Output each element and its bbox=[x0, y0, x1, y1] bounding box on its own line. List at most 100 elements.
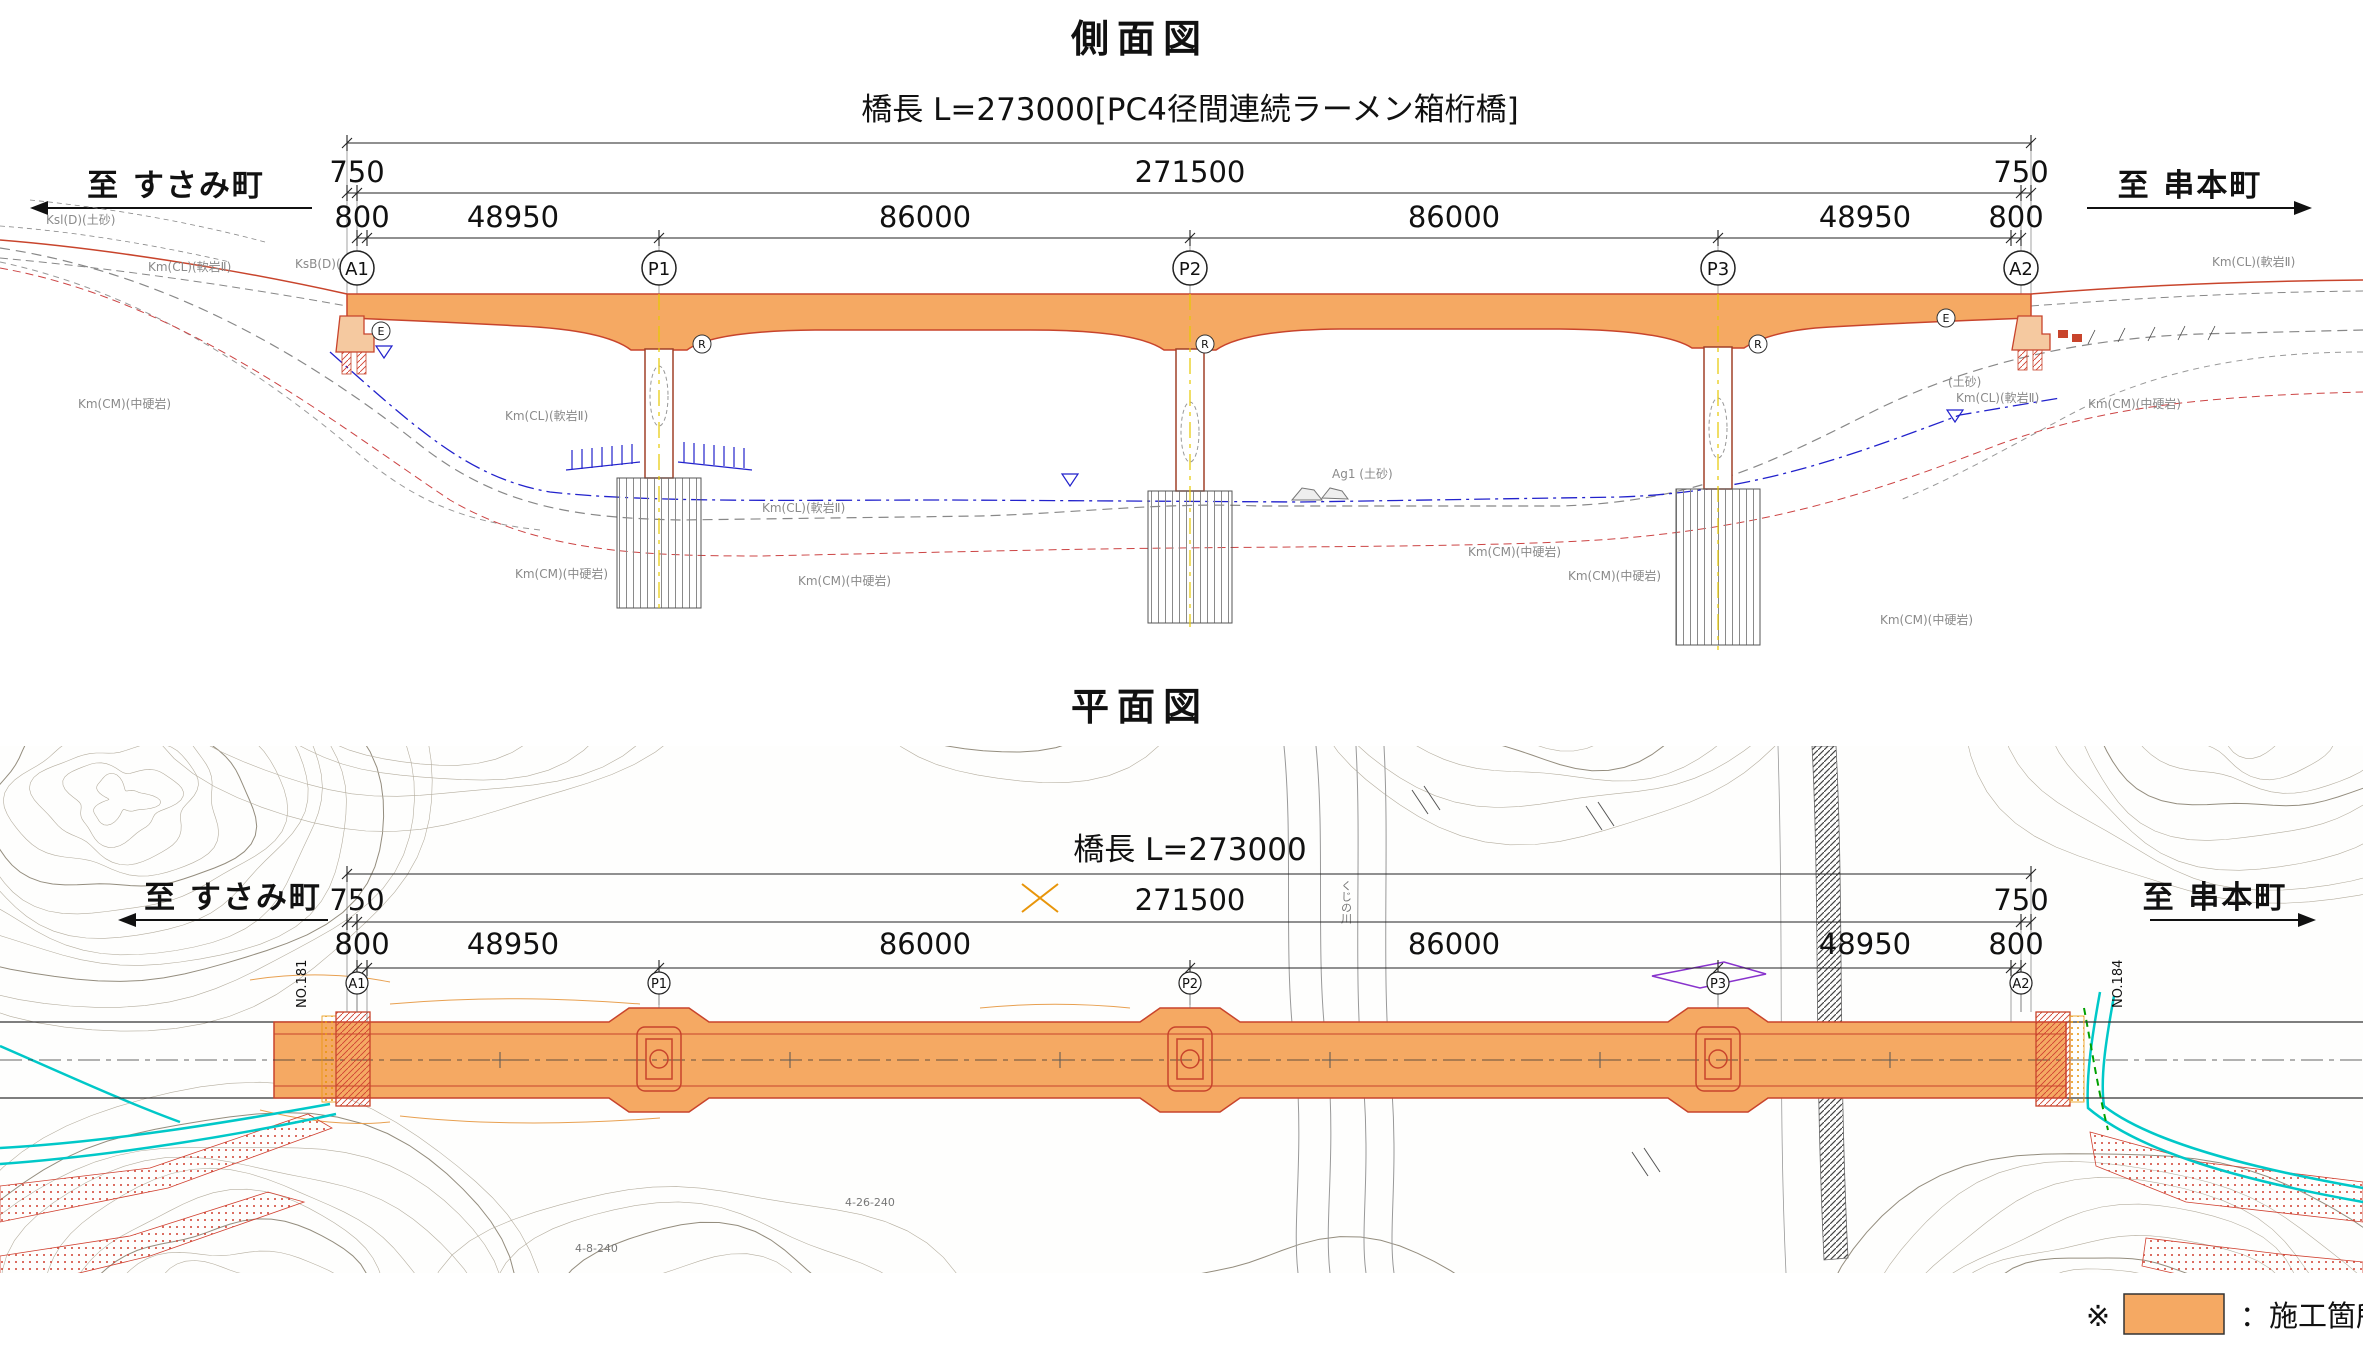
station-label-right: NO.184 bbox=[2111, 960, 2126, 1008]
map-note: 4-26-240 bbox=[845, 1196, 895, 1209]
pier-marker-p2: P2 bbox=[1172, 250, 1208, 286]
plan-dimension-lines: 橋長 L=273000 750 271500 750 800 48950 860… bbox=[329, 832, 2049, 1022]
plan-dest-right: 至 串本町 bbox=[2143, 880, 2316, 927]
plan-dest-right-label: 至 串本町 bbox=[2143, 880, 2288, 916]
water-level-icon bbox=[374, 345, 1965, 488]
dim-800-right: 800 bbox=[1988, 927, 2043, 961]
svg-text:E: E bbox=[1943, 312, 1950, 325]
plan-dest-left: 至 すさみ町 bbox=[118, 880, 328, 927]
legend-label: ：施工箇所 bbox=[2240, 1299, 2363, 1333]
plan-view-section: 平面図 bbox=[0, 685, 2363, 1273]
svg-text:P1: P1 bbox=[651, 977, 667, 992]
station-ticks bbox=[492, 1052, 1898, 1068]
pier-footprints bbox=[636, 1026, 1741, 1092]
svg-text:P2: P2 bbox=[1182, 977, 1198, 992]
geo-label: Km(CL)(軟岩Ⅱ) bbox=[2212, 254, 2295, 269]
left-arrow-icon bbox=[30, 201, 48, 215]
svg-text:A1: A1 bbox=[345, 259, 369, 280]
pier-centerlines bbox=[658, 294, 1719, 650]
legend: ※ ：施工箇所 bbox=[2086, 1293, 2363, 1335]
dim-86000-right: 86000 bbox=[1408, 927, 1500, 961]
geo-label: Km(CM)(中硬岩) bbox=[78, 396, 171, 411]
map-note: 4-8-240 bbox=[575, 1242, 618, 1255]
slope-hatch-icon bbox=[2087, 325, 2216, 345]
survey-cross-icon bbox=[1021, 883, 1059, 913]
svg-text:A2: A2 bbox=[2009, 259, 2033, 280]
side-dest-left-label: 至 すさみ町 bbox=[87, 168, 265, 204]
bearing-symbol-p2: R bbox=[1195, 334, 1215, 354]
pier-p3-plan bbox=[1695, 1026, 1741, 1092]
contour-lines bbox=[0, 746, 2363, 1273]
plan-dest-left-label: 至 すさみ町 bbox=[144, 880, 322, 916]
dim-750-left: 750 bbox=[329, 883, 384, 917]
station-label-left: NO.181 bbox=[295, 960, 310, 1008]
side-bridge-length-label: 橋長 L=273000[PC4径間連続ラーメン箱桁橋] bbox=[861, 92, 1518, 128]
geo-label: Ksl(D)(土砂) bbox=[46, 213, 115, 227]
right-arrow-icon bbox=[2298, 913, 2316, 927]
abutment-a1-plan bbox=[321, 1011, 371, 1107]
slope-protection-icon bbox=[565, 444, 641, 471]
side-view-section: 側面図 橋長 L=273000[PC4径間連続ラーメン箱桁橋] 至 すさみ町 至… bbox=[0, 17, 2363, 650]
break-marks bbox=[1411, 785, 1661, 1177]
dim-48950-right: 48950 bbox=[1819, 200, 1911, 234]
dim-750-right: 750 bbox=[1993, 883, 2048, 917]
dim-271500: 271500 bbox=[1135, 155, 1246, 189]
left-arrow-icon bbox=[118, 913, 136, 927]
river-name-label: くじの川 bbox=[1340, 880, 1353, 924]
pier-marker-p3: P3 bbox=[1706, 971, 1730, 995]
geo-label: Km(CM)(中硬岩) bbox=[515, 566, 608, 581]
road-edges bbox=[0, 1021, 2363, 1099]
geo-label: Km(CM)(中硬岩) bbox=[1468, 544, 1561, 559]
geo-label: Km(CL)(軟岩Ⅱ) bbox=[148, 259, 231, 274]
geo-label: Km(CL)(軟岩Ⅱ) bbox=[1956, 390, 2039, 405]
dim-800-left: 800 bbox=[334, 927, 389, 961]
pier-marker-p2: P2 bbox=[1178, 971, 1202, 995]
dim-750-left: 750 bbox=[329, 155, 384, 189]
slope-protection-icon bbox=[677, 442, 753, 471]
plan-pier-markers: A1 P1 P2 P3 A2 bbox=[345, 971, 2033, 1012]
bearing-symbol-a1: E bbox=[371, 321, 391, 341]
legend-note-mark: ※ bbox=[2086, 1299, 2110, 1333]
svg-text:P2: P2 bbox=[1179, 259, 1201, 280]
side-dest-left: 至 すさみ町 bbox=[30, 168, 312, 215]
road-line bbox=[1777, 746, 1787, 1273]
svg-text:P1: P1 bbox=[648, 259, 670, 280]
pier-marker-a1: A1 bbox=[339, 250, 375, 286]
abutment-a2-plan bbox=[2035, 1011, 2085, 1107]
slope-lines bbox=[249, 974, 1131, 1124]
plan-bridge-length-label: 橋長 L=273000 bbox=[1073, 832, 1306, 868]
dim-86000-left: 86000 bbox=[879, 927, 971, 961]
legend-work-area-swatch bbox=[2123, 1293, 2225, 1335]
bearing-symbol-p3: R bbox=[1748, 334, 1768, 354]
dim-48950-left: 48950 bbox=[467, 200, 559, 234]
svg-text:E: E bbox=[378, 325, 385, 338]
dim-48950-right: 48950 bbox=[1819, 927, 1911, 961]
dim-48950-left: 48950 bbox=[467, 927, 559, 961]
side-dest-right: 至 串本町 bbox=[2087, 168, 2312, 215]
dim-86000-left: 86000 bbox=[879, 200, 971, 234]
svg-text:P3: P3 bbox=[1707, 259, 1729, 280]
bearing-symbol-a2: E bbox=[1936, 308, 1956, 328]
geo-label: Km(CM)(中硬岩) bbox=[2088, 396, 2181, 411]
geo-label: Ag1 (土砂) bbox=[1332, 467, 1393, 481]
pier-marker-a2: A2 bbox=[2003, 250, 2039, 286]
geo-label: Km(CL)(軟岩Ⅱ) bbox=[762, 500, 845, 515]
rock-icon bbox=[1290, 487, 1350, 501]
side-view-title: 側面図 bbox=[1070, 17, 1209, 61]
dim-800-right: 800 bbox=[1988, 200, 2043, 234]
pier-marker-p3: P3 bbox=[1700, 250, 1736, 286]
right-arrow-icon bbox=[2294, 201, 2312, 215]
bridge-girder-elevation bbox=[346, 293, 2032, 351]
geo-label: Km(CM)(中硬岩) bbox=[1880, 612, 1973, 627]
pier-p2-plan bbox=[1167, 1026, 1213, 1092]
geo-label: Km(CL)(軟岩Ⅱ) bbox=[505, 408, 588, 423]
pier-marker-p1: P1 bbox=[647, 971, 671, 995]
pier-marker-p1: P1 bbox=[641, 250, 677, 286]
svg-text:A1: A1 bbox=[348, 977, 365, 992]
pier-p1-plan bbox=[636, 1026, 682, 1092]
pier-marker-a2: A2 bbox=[2009, 971, 2033, 995]
lane-edge-lines bbox=[274, 1033, 2066, 1087]
protection-areas bbox=[0, 1113, 2363, 1273]
